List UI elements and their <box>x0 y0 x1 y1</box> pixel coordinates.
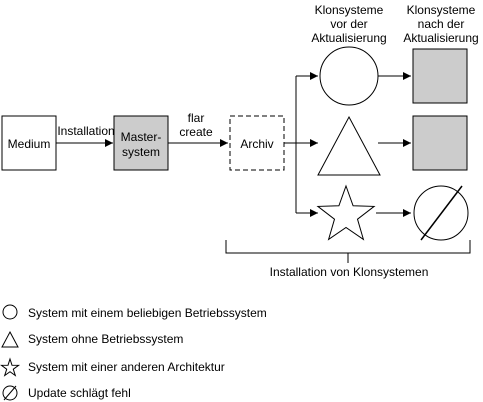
updated-system-box-2 <box>412 115 468 171</box>
triangle-system <box>317 115 381 176</box>
flar-label-line2: create <box>179 125 213 139</box>
star-system <box>316 184 376 241</box>
legend-item-label-triangle: System ohne Betriebssystem <box>28 332 183 346</box>
mastersystem-label-line2: system <box>122 145 160 159</box>
header-before-line3: Aktualisierung <box>311 31 386 45</box>
header-before-line1: Klonsysteme <box>315 3 384 17</box>
failed-update-slash <box>420 185 463 241</box>
mastersystem-label-line1: Master- <box>121 130 162 144</box>
flar-label-line1: flar <box>188 111 205 125</box>
header-before-update: Klonsysteme vor der Aktualisierung <box>311 3 386 45</box>
mastersystem-box <box>113 115 169 171</box>
circle-icon <box>2 304 18 320</box>
medium-box <box>1 115 57 171</box>
legend: System mit einem beliebigen Betriebssyst… <box>0 304 267 401</box>
triangle-icon <box>1 330 19 348</box>
legend-item-label-slashed-circle: Update schlägt fehl <box>28 386 131 400</box>
archive-label: Archiv <box>240 137 273 151</box>
header-after-line1: Klonsysteme <box>407 3 476 17</box>
legend-item-label-star: System mit einer anderen Architektur <box>28 360 225 374</box>
header-before-line2: vor der <box>330 17 367 31</box>
header-after-line3: Aktualisierung <box>403 31 478 45</box>
updated-system-box-1 <box>412 48 468 104</box>
archive-box <box>229 115 285 171</box>
header-after-update: Klonsysteme nach der Aktualisierung <box>403 3 478 45</box>
star-icon <box>0 357 21 377</box>
header-after-line2: nach der <box>418 17 465 31</box>
legend-item-label-circle: System mit einem beliebigen Betriebssyst… <box>28 306 267 320</box>
medium-label: Medium <box>8 137 51 151</box>
cloning-bracket <box>225 240 471 254</box>
circle-system <box>319 46 379 106</box>
cloning-label: Installation von Klonsystemen <box>270 265 429 279</box>
slashed-circle-icon-slash <box>3 385 17 401</box>
installation-label: Installation <box>57 124 114 138</box>
